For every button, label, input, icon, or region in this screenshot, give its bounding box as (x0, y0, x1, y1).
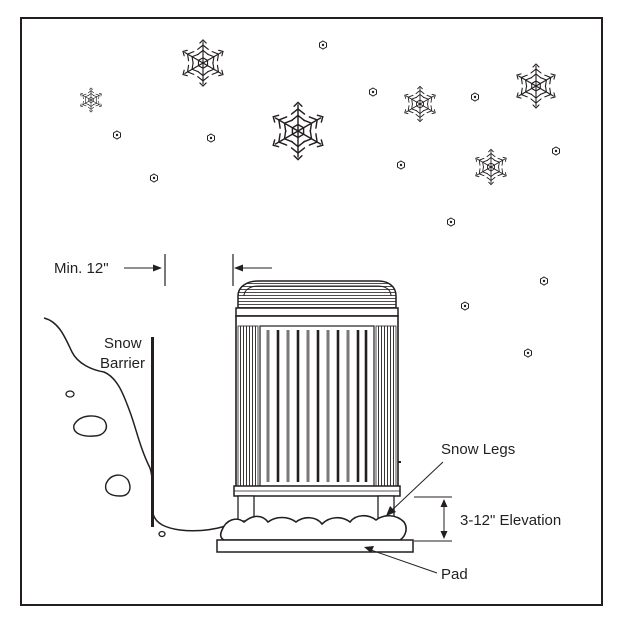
snowflake-icon (270, 102, 326, 159)
snow-lump (158, 530, 166, 538)
small-snowflake-icon (113, 130, 121, 140)
small-snowflake-icon (552, 146, 560, 156)
small-snowflake-icon (150, 173, 158, 183)
snow-legs-callout: Snow Legs (386, 441, 515, 516)
small-snowflake-icon (319, 40, 327, 50)
diagram-border (20, 17, 603, 606)
small-snowflake-icon (524, 348, 532, 358)
elevation-dimension: 3-12" Elevation (414, 496, 561, 542)
small-snowflake-icon (461, 301, 469, 311)
pad-label: Pad (441, 566, 468, 583)
snow-barrier-label-line1: Snow (104, 335, 142, 352)
snow-barrier: Snow Barrier (100, 335, 154, 527)
concrete-pad (216, 539, 414, 553)
snow-legs (237, 495, 395, 522)
snowflake-icon (180, 40, 225, 86)
snow-legs-label: Snow Legs (441, 441, 515, 458)
snow-mound (219, 514, 407, 541)
snowflake-icon (514, 64, 557, 108)
min-clearance-label: Min. 12" (54, 260, 109, 277)
snowflake-icon (474, 149, 508, 184)
snow-lump (104, 474, 131, 497)
small-snowflake-icon (471, 92, 479, 102)
small-snowflake-icon (447, 217, 455, 227)
snowflake-icon (79, 88, 103, 112)
snow-lump (65, 390, 75, 398)
min-clearance-dimension: Min. 12" (54, 254, 272, 286)
small-snowflake-icon (369, 87, 377, 97)
small-snowflake-icon (207, 133, 215, 143)
snow-barrier-label-line2: Barrier (100, 355, 145, 372)
elevation-label: 3-12" Elevation (460, 512, 561, 529)
small-snowflake-icon (397, 160, 405, 170)
pad-callout: Pad (364, 546, 468, 583)
snowflake-icon (403, 86, 437, 121)
snow-drift (43, 317, 227, 532)
condensing-unit (233, 280, 401, 497)
small-snowflake-icon (540, 276, 548, 286)
snow-lump (73, 415, 108, 437)
